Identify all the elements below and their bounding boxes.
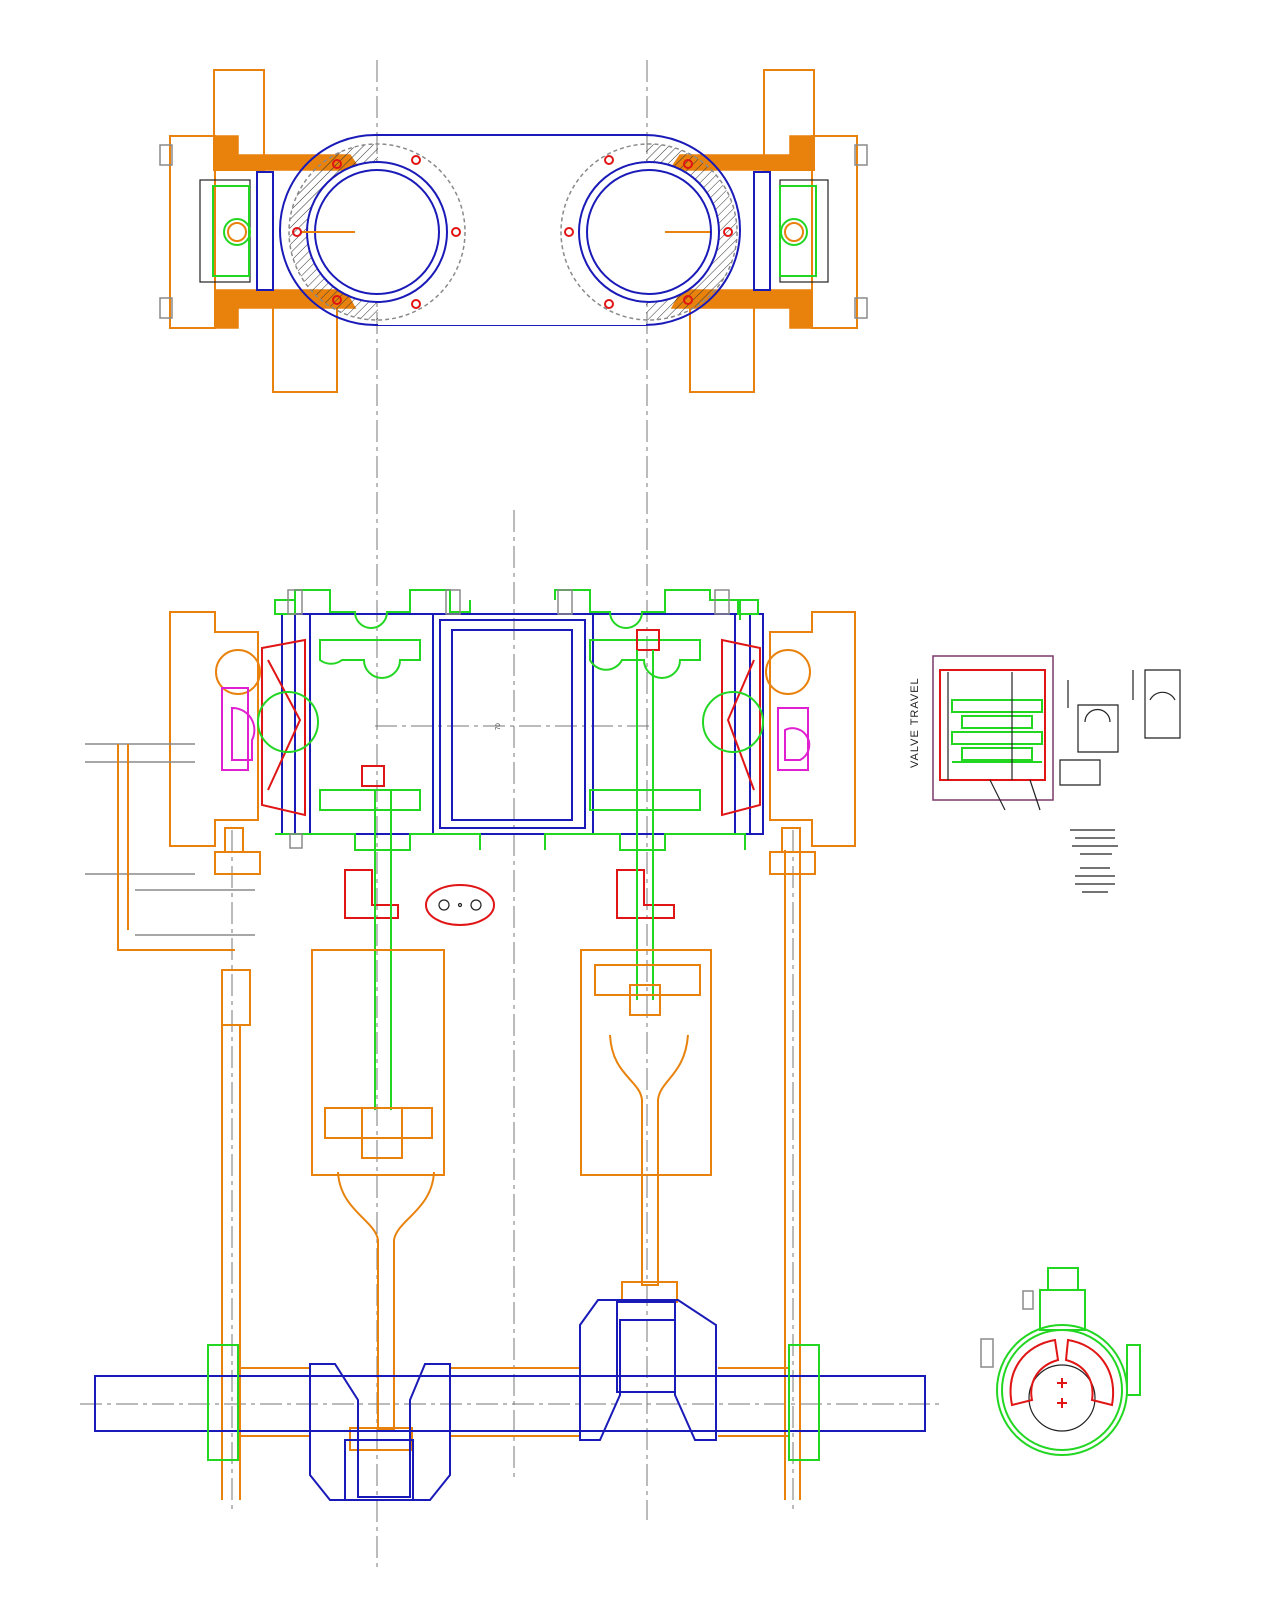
engine-frame <box>85 650 926 1501</box>
valve-travel-diagram: VALVE TRAVEL <box>909 655 1181 893</box>
cylinder-block-section: 70 <box>169 589 856 851</box>
top-plan-view <box>159 69 868 393</box>
svg-text:70: 70 <box>496 723 502 730</box>
valve-travel-title: VALVE TRAVEL <box>909 677 921 768</box>
eccentric-detail <box>980 1267 1141 1456</box>
